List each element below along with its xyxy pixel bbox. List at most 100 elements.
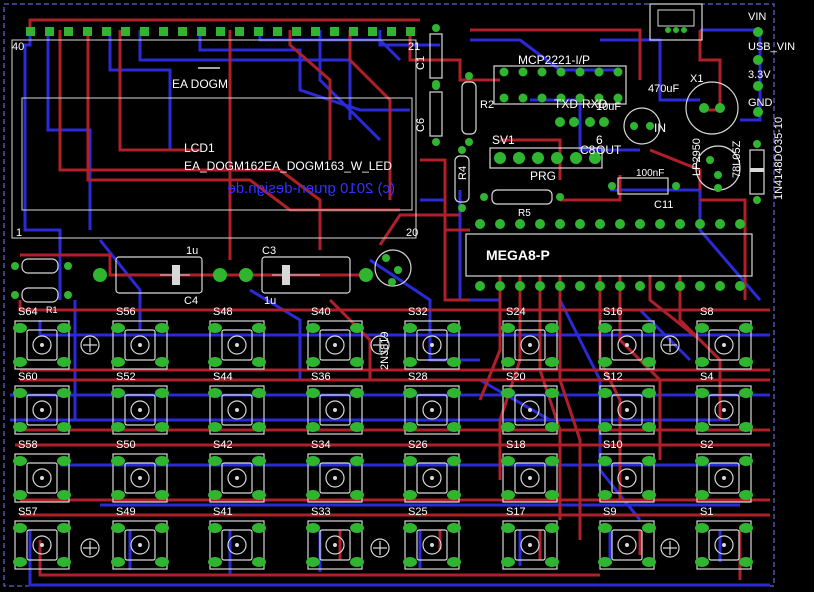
switch-pad [598, 490, 612, 500]
header-pad [159, 27, 168, 36]
switch-pad [350, 357, 364, 367]
switch-pad [447, 357, 461, 367]
switch-pad [545, 357, 559, 367]
switch-label: S41 [213, 506, 233, 518]
switch-label: S10 [603, 439, 623, 451]
switch-pad [13, 422, 27, 432]
switch-pad [501, 557, 515, 567]
switch-pad [252, 357, 266, 367]
push-switch [208, 320, 266, 370]
capacitor-10uf [623, 107, 661, 145]
switch-pad [57, 456, 71, 466]
switch-pad [306, 557, 320, 567]
switch-pad [208, 456, 222, 466]
c1-label: C1 [415, 56, 427, 70]
c3-value-label: 1u [264, 295, 276, 307]
switch-pad [111, 490, 125, 500]
switch-pad [642, 422, 656, 432]
capacitor-c6 [429, 82, 443, 146]
push-switch [695, 320, 753, 370]
display-name-label: EA DOGM [172, 77, 228, 91]
chip-pad [518, 93, 528, 103]
switch-pad [598, 523, 612, 533]
push-switch [306, 385, 364, 435]
chip-pad [475, 219, 485, 229]
switch-pad [642, 490, 656, 500]
switch-pad [13, 323, 27, 333]
switch-pad [252, 388, 266, 398]
switch-pad [252, 323, 266, 333]
switch-pad [57, 388, 71, 398]
resistor-r3 [11, 258, 72, 274]
switch-pad [350, 456, 364, 466]
c470-label: 470uF [648, 83, 679, 95]
switch-pad [13, 456, 27, 466]
switch-label: S56 [116, 306, 136, 318]
switch-pad [57, 523, 71, 533]
chip-pad [715, 281, 725, 291]
switch-label: S60 [18, 371, 38, 383]
switch-pad [403, 523, 417, 533]
push-switch [13, 520, 71, 570]
switch-pad [155, 557, 169, 567]
push-switch [403, 520, 461, 570]
switch-pad [545, 523, 559, 533]
switch-pad [57, 323, 71, 333]
switch-pad [695, 323, 709, 333]
switch-pad [208, 557, 222, 567]
switch-label: S26 [408, 439, 428, 451]
resistor-r2 [461, 72, 477, 146]
header-pad [551, 152, 563, 164]
capacitor-c4 [93, 256, 227, 294]
switch-pad [252, 490, 266, 500]
chip-pad [499, 67, 509, 77]
c11-label: C11 [654, 199, 673, 211]
switch-label: S9 [603, 506, 616, 518]
c4-value-label: 1u [186, 245, 198, 257]
switch-pad [252, 523, 266, 533]
switch-pad [501, 456, 515, 466]
capacitor-c11 [608, 177, 680, 195]
switch-pad [306, 323, 320, 333]
c6-label: C6 [415, 118, 427, 132]
chip-pad [615, 219, 625, 229]
switch-pad [403, 422, 417, 432]
chip-pad [735, 219, 745, 229]
chip-pad [735, 281, 745, 291]
switch-pad [447, 523, 461, 533]
push-switch [501, 320, 559, 370]
push-switch [403, 385, 461, 435]
switch-label: S33 [311, 506, 331, 518]
switch-pad [403, 323, 417, 333]
chip-pad [695, 281, 705, 291]
header-pad [532, 152, 544, 164]
chip-pad [535, 219, 545, 229]
resistor-r4 [454, 146, 470, 212]
lcd-header-pads [26, 27, 415, 36]
copyright-mirrored-label: (c) 2010 gruen-design.de [227, 180, 395, 197]
switch-pad [155, 523, 169, 533]
switch-pad [642, 523, 656, 533]
switch-label: S49 [116, 506, 136, 518]
power-pads [753, 27, 763, 117]
switch-pad [111, 388, 125, 398]
regulator-lp2950 [695, 145, 741, 192]
header-pad [45, 27, 54, 36]
switch-pad [501, 323, 515, 333]
out-label: OUT [596, 143, 622, 157]
chip-pad [575, 281, 585, 291]
chip-pad [535, 281, 545, 291]
switch-pad [403, 357, 417, 367]
switch-pad [208, 523, 222, 533]
header-pad [368, 27, 377, 36]
switch-pad [111, 422, 125, 432]
resistor-r5 [480, 189, 564, 205]
switch-pad [155, 456, 169, 466]
chip-pad [613, 67, 623, 77]
diode-d1 [749, 140, 765, 204]
chip-pad [594, 93, 604, 103]
push-switch [598, 520, 656, 570]
header-pad [83, 27, 92, 36]
switch-pad [501, 422, 515, 432]
